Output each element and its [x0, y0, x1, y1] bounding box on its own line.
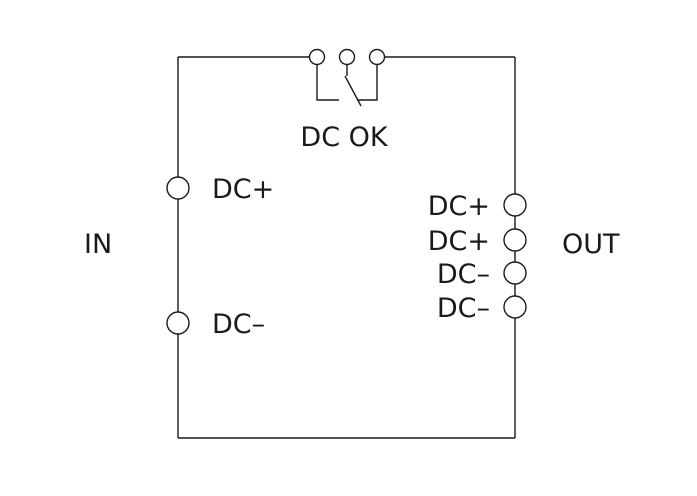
relay-terminal-2 [338, 48, 356, 66]
input-terminal-dc-plus [166, 176, 190, 200]
output-label-dc-minus-2: DC– [437, 293, 490, 324]
output-group-label: OUT [562, 229, 620, 260]
input-terminal-dc-minus [166, 311, 190, 335]
output-label-dc-minus-1: DC– [437, 259, 490, 290]
output-terminals: DC+ DC+ DC– DC– OUT [428, 191, 620, 324]
relay-wire-1 [316, 64, 339, 101]
input-label-dc-plus: DC+ [212, 174, 274, 205]
output-terminal-dc-plus-1 [503, 193, 527, 217]
relay-label: DC OK [300, 122, 388, 153]
output-terminal-dc-plus-2 [503, 228, 527, 252]
input-label-dc-minus: DC– [212, 309, 265, 340]
output-label-dc-plus-2: DC+ [428, 226, 490, 257]
relay-terminal-3 [368, 48, 386, 66]
input-group-label: IN [84, 229, 112, 260]
dc-ok-relay: DC OK [300, 48, 389, 153]
output-terminal-dc-minus-1 [503, 261, 527, 285]
input-terminals: DC+ DC– IN [84, 174, 274, 340]
relay-switch-blade [344, 75, 362, 107]
relay-terminal-1 [308, 48, 326, 66]
relay-wire-3 [357, 64, 378, 101]
output-label-dc-plus-1: DC+ [428, 191, 490, 222]
output-terminal-dc-minus-2 [503, 295, 527, 319]
